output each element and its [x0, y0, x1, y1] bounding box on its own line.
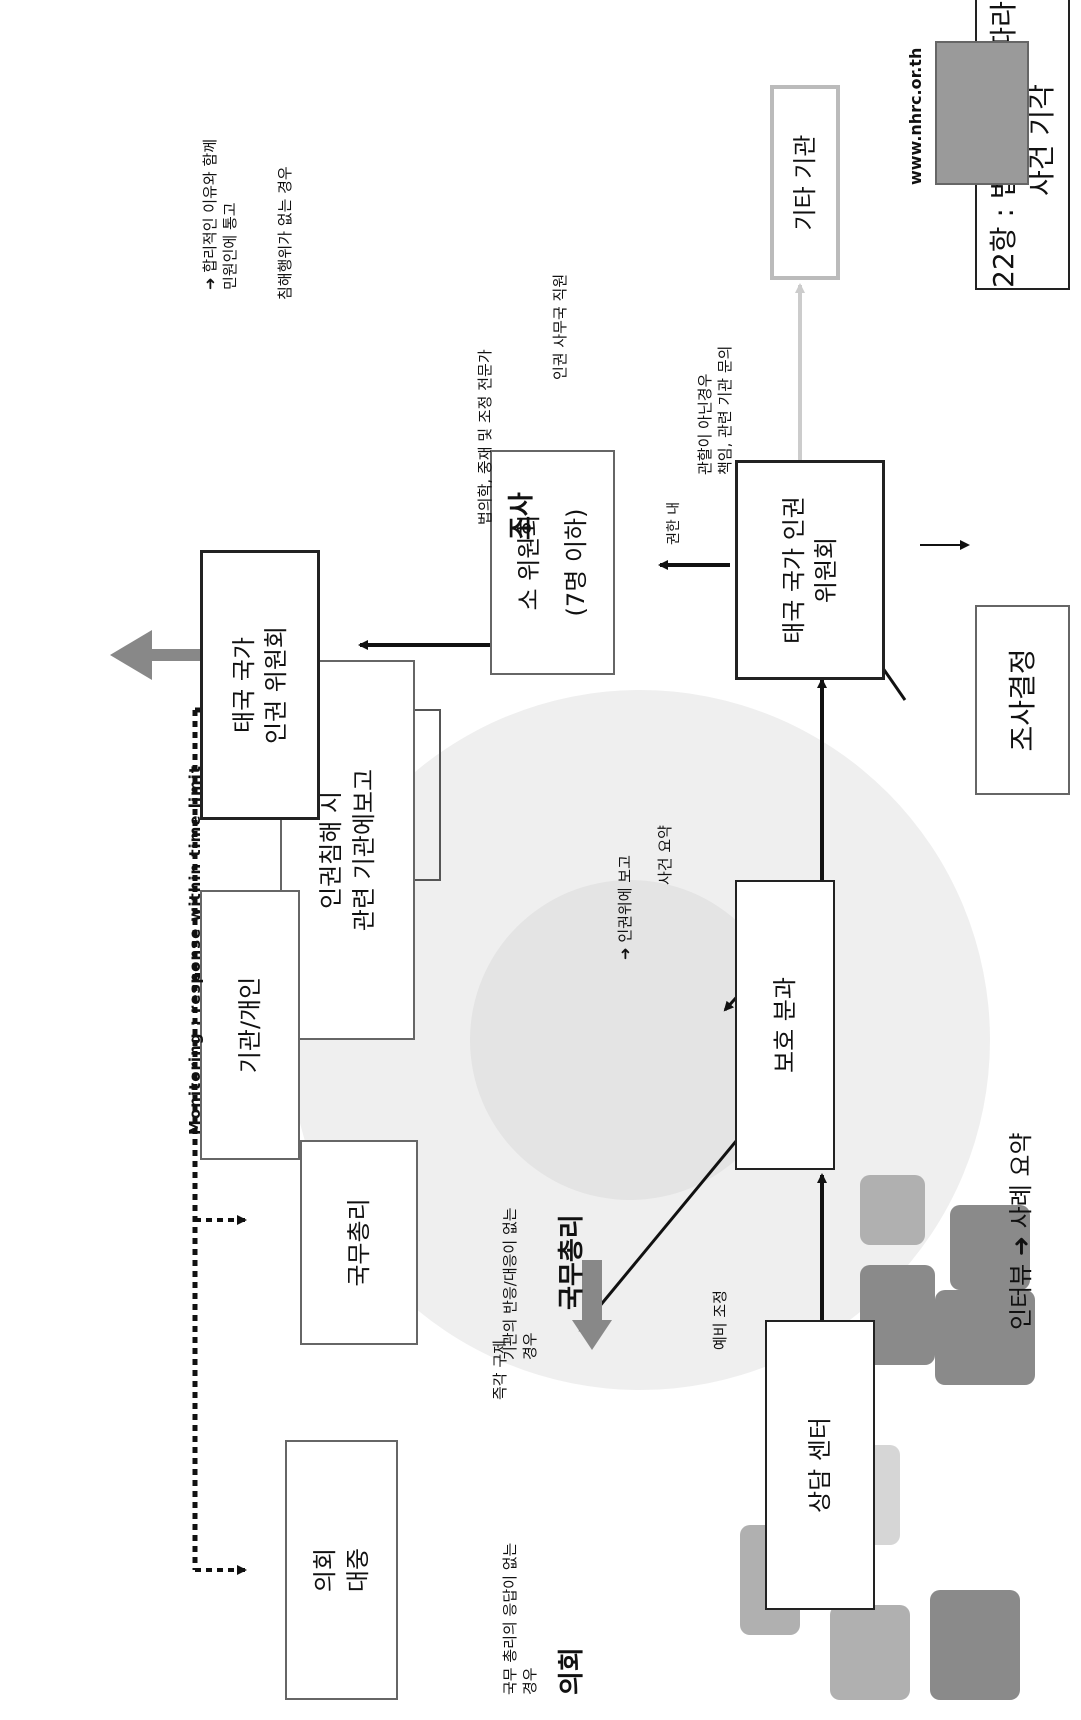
report-to-nhrc-label: ➜ 인권위에 보고 [616, 855, 634, 960]
parliament-line2: 대중 [343, 1547, 372, 1593]
investigation-label: 조사 [507, 492, 537, 540]
parliament-public-box: 의회 대중 [285, 1440, 398, 1700]
investigation-decision-text: 조사결정 [1005, 648, 1039, 752]
nhrc-top-line1: 태국 국가 인권 [779, 496, 808, 644]
nhrc-top-line2: 위원회 [812, 536, 840, 604]
protection-division-text: 보호 분과 [770, 977, 799, 1073]
website-label: www.nhrc.or.th [906, 47, 925, 185]
non-jurisdiction-label: 관할이 아닌경우 책임, 관련 기관 문의 [695, 346, 736, 475]
pm-note-line1: 기관의 반응/대응이 없는 [501, 1207, 519, 1360]
other-agency-box: 기타 기관 [770, 85, 840, 280]
non-jurisdiction-line2: 책임, 관련 기관 문의 [716, 345, 735, 475]
non-jurisdiction-line1: 관할이 아닌경우 [696, 373, 714, 475]
arrow-no-violation-head [110, 630, 152, 680]
protection-division-box: 보호 분과 [735, 880, 835, 1170]
counseling-center-box: 상담 센터 [765, 1320, 875, 1610]
nhrc-bottom-box: 태국 국가 인권 위원회 [200, 550, 320, 820]
parliament-note-line2: 경우 [521, 1667, 540, 1695]
report-box-line2: 관련 기관에보고 [349, 768, 378, 932]
monitoring-label: Monitoring : response within time limit [186, 765, 204, 1135]
nhrc-bottom-line1: 태국 국가 [229, 637, 258, 733]
staff-label: 인권 사무국 직원 [551, 273, 569, 380]
subcommittee-line2: (7명 이하) [561, 508, 590, 617]
pm-arrow-body [582, 1260, 602, 1320]
subcommittee-box: 소 위원회 (7명 이하) [490, 450, 615, 675]
agency-individual-text: 기관/개인 [235, 976, 264, 1074]
nhrc-bottom-line2: 인권 위원회 [262, 625, 290, 745]
pm-arrow-head [572, 1320, 612, 1350]
pm-heading-label: 국무총리 [557, 1214, 587, 1310]
investigation-decision-box: 조사결정 [975, 605, 1070, 795]
prime-minister-box: 국무총리 [300, 1140, 418, 1345]
case-summary-label: 사건 요약 [656, 825, 674, 885]
agency-individual-box: 기관/개인 [200, 890, 300, 1160]
pm-note-label: 기관의 반응/대응이 없는 경우 [500, 1207, 541, 1360]
notify-line1: ➜ 합리적인 이유와 함께 [201, 138, 219, 290]
notify-line2: 민원인에 통고 [221, 202, 240, 290]
parliament-note-label: 국무 총리의 응답이 없는 경우 [500, 1543, 541, 1695]
parliament-line1: 의회 [311, 1547, 340, 1593]
pre-adjustment-label: 예비 조정 [711, 1290, 729, 1350]
no-violation-label: 침해행위가 없는 경우 [276, 166, 294, 300]
prime-minister-text: 국무총리 [344, 1198, 373, 1287]
parliament-note-line1: 국무 총리의 응답이 없는 [501, 1542, 519, 1695]
nhrc-top-box: 태국 국가 인권 위원회 [735, 460, 885, 680]
interview-label: 인터뷰 ➜ 사례 요약 [1007, 1132, 1035, 1330]
within-jurisdiction-label: 권한 내 [666, 501, 682, 545]
pm-note-line2: 경우 [521, 1332, 540, 1360]
counseling-center-text: 상담 센터 [805, 1417, 834, 1513]
parliament-heading-label: 의회 [557, 1647, 587, 1695]
notify-label: ➜ 합리적인 이유와 함께 민원인에 통고 [200, 139, 241, 290]
nhrc-logo-image [935, 41, 1029, 185]
experts-label: 법의학, 중재 및 조정 전문가 [476, 349, 494, 525]
other-agency-text: 기타 기관 [790, 134, 819, 231]
